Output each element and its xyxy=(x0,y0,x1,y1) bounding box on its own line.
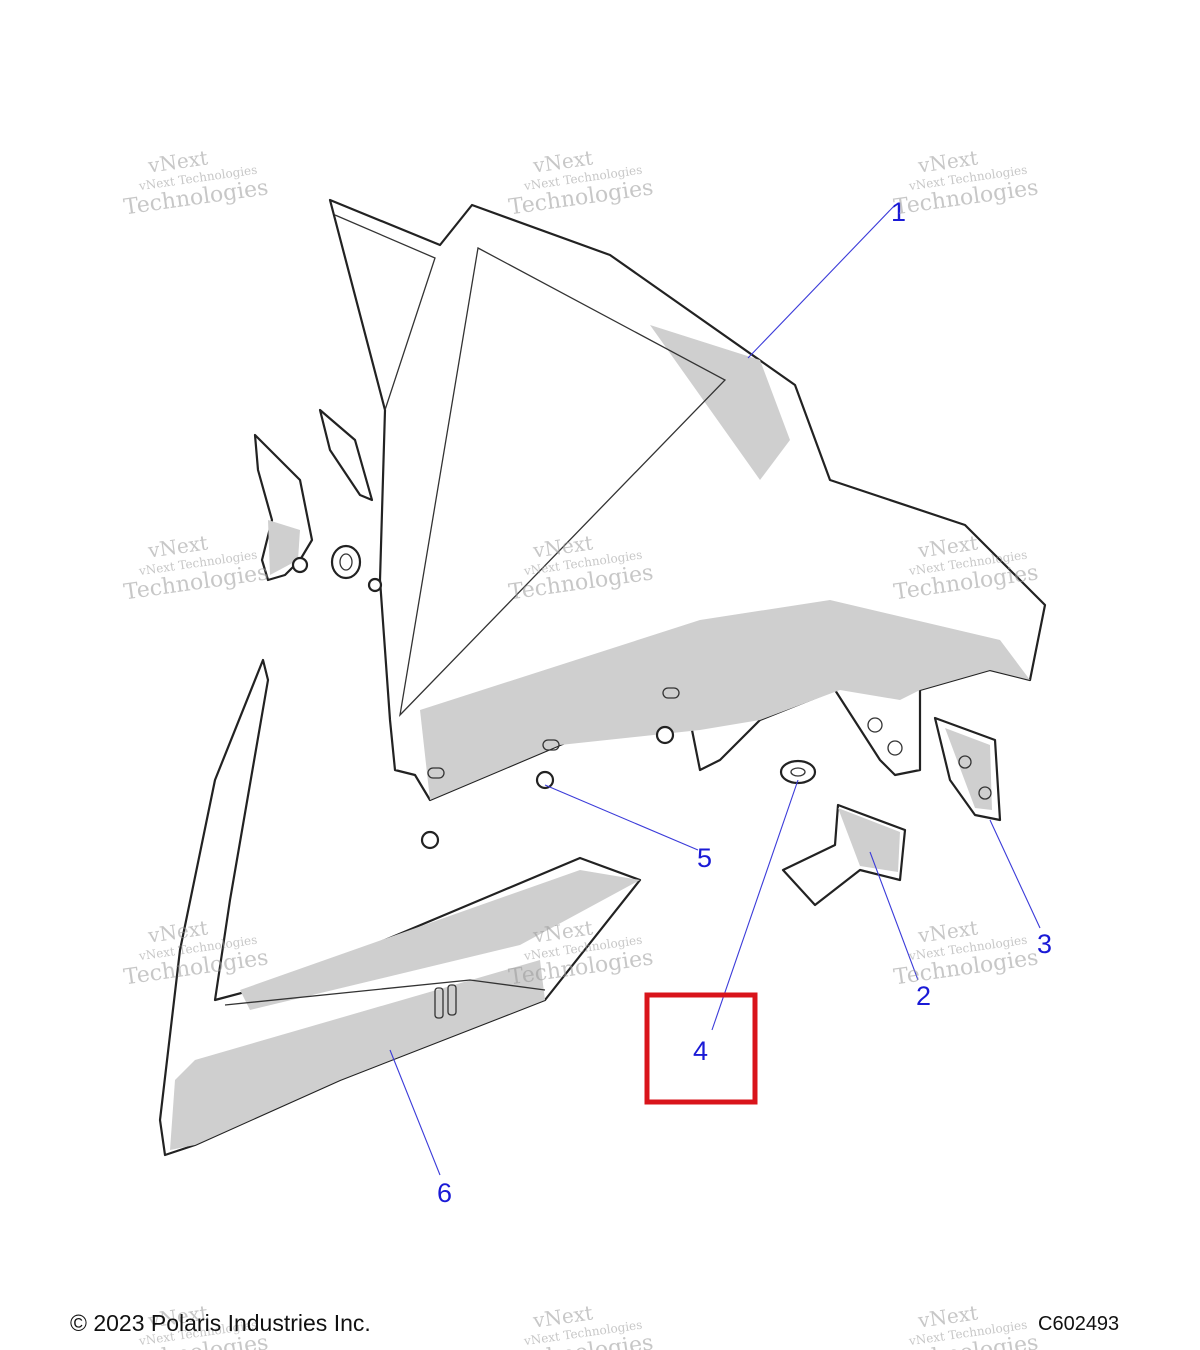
copyright-text: © 2023 Polaris Industries Inc. xyxy=(70,1310,371,1336)
part-fasteners xyxy=(420,725,675,850)
figure-id: C602493 xyxy=(1038,1313,1120,1335)
leader-2 xyxy=(869,851,919,981)
callout-1: 1 xyxy=(891,197,906,227)
callout-2: 2 xyxy=(916,981,931,1011)
callout-3: 3 xyxy=(1037,929,1052,959)
callout-6: 6 xyxy=(437,1178,452,1208)
leader-4 xyxy=(711,779,799,1031)
part-washer xyxy=(779,759,817,785)
highlight-box xyxy=(644,992,758,1105)
leader-6 xyxy=(389,1049,441,1176)
callouts: 1 5 3 2 4 6 xyxy=(437,197,1052,1208)
leader-1 xyxy=(747,204,896,359)
part-lower-panel xyxy=(158,658,642,1157)
leader-5 xyxy=(544,784,699,851)
part-bracket-2 xyxy=(781,803,907,907)
callout-4: 4 xyxy=(693,1036,708,1066)
leader-3 xyxy=(989,819,1041,929)
leader-lines xyxy=(389,204,1041,1176)
callout-5: 5 xyxy=(697,843,712,873)
part-brackets-upper-left xyxy=(253,408,383,593)
part-windshield xyxy=(328,198,1047,802)
part-plate-3 xyxy=(933,716,1002,822)
